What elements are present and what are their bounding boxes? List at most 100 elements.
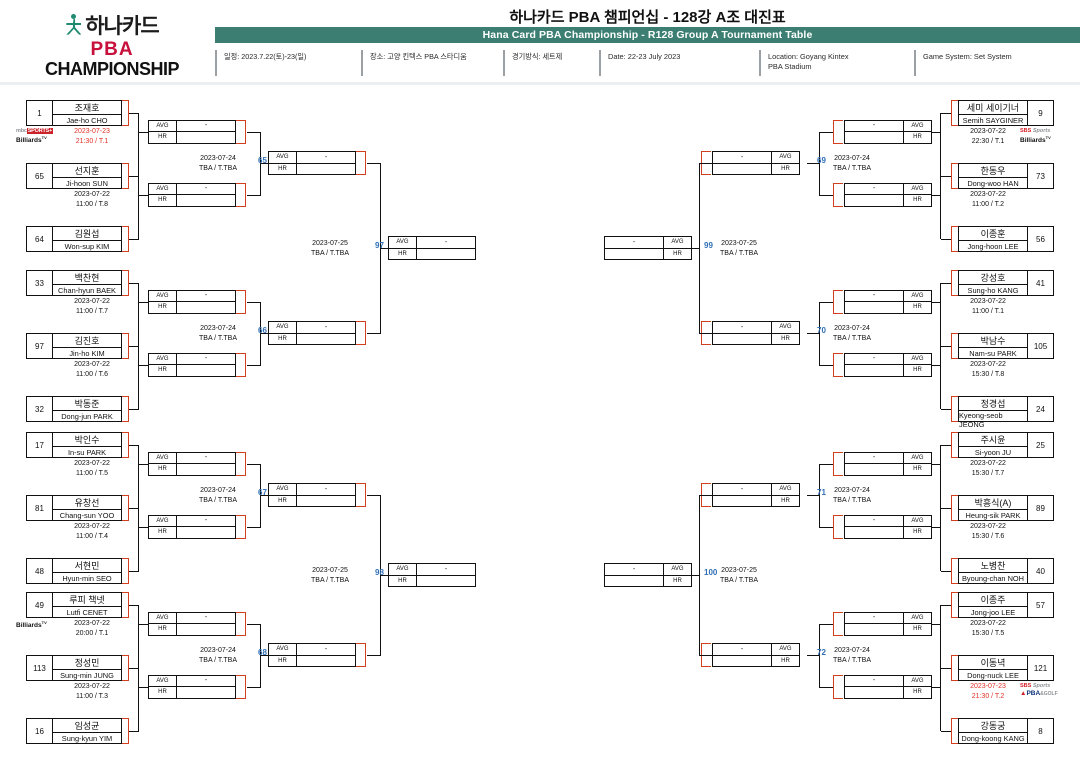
player-name-en: Ji-hoon SUN <box>66 178 108 188</box>
result-box[interactable]: AVG-HR <box>844 182 932 207</box>
match-time: 11:00 / T.1 <box>971 308 1005 316</box>
result-box[interactable]: AVG-HR <box>148 119 236 144</box>
result-box[interactable]: AVG-HR <box>844 514 932 539</box>
connector-stub <box>122 226 129 252</box>
result-box[interactable]: AVG-HR <box>388 563 476 587</box>
result-box[interactable]: AVG-HR <box>148 611 236 636</box>
player-seed: 113 <box>27 656 53 680</box>
avg-value: - <box>740 153 744 161</box>
result-box[interactable]: AVG-HR <box>268 483 356 507</box>
bracket-line <box>819 623 821 687</box>
bracket-line <box>138 194 156 196</box>
hr-label: HR <box>903 464 931 475</box>
bracket-line <box>129 176 139 178</box>
player-seed: 89 <box>1027 496 1053 520</box>
result-box[interactable]: AVG-HR <box>148 674 236 699</box>
result-box[interactable]: AVG-HR <box>604 563 692 587</box>
connector-stub <box>951 495 958 521</box>
result-box[interactable]: AVG-HR <box>148 514 236 539</box>
match-date: 2023-07-22 <box>74 298 110 305</box>
result-box[interactable]: AVG-HR <box>148 451 236 476</box>
result-box[interactable]: AVG-HR <box>268 151 356 175</box>
result-box[interactable]: AVG-HR <box>844 451 932 476</box>
bracket-line <box>129 283 139 285</box>
player-name-en: Byoung-chan NOH <box>961 573 1025 583</box>
result-box[interactable]: AVG-HR <box>268 643 356 667</box>
result-box[interactable]: AVG-HR <box>268 321 356 345</box>
match-date: 2023-07-22 <box>970 298 1006 305</box>
result-connector <box>833 674 843 699</box>
result-box[interactable]: AVG-HR <box>388 236 476 260</box>
result-box[interactable]: AVG-HR <box>712 151 800 175</box>
result-box[interactable]: AVG-HR <box>844 674 932 699</box>
result-box[interactable]: AVG-HR <box>148 289 236 314</box>
player-seed: 9 <box>1027 101 1053 125</box>
player-seed: 65 <box>27 164 53 188</box>
result-avg-row: AVG- <box>149 353 235 365</box>
result-connector <box>236 289 246 314</box>
hr-value <box>297 164 355 175</box>
bracket-line <box>940 176 942 239</box>
hr-label: HR <box>903 132 931 143</box>
match-time: 15:30 / T.5 <box>971 630 1005 638</box>
hr-value <box>713 496 771 507</box>
result-hr-row: HR <box>149 527 235 538</box>
bracket-line <box>260 333 272 335</box>
bracket-line <box>941 731 951 733</box>
result-box[interactable]: AVG-HR <box>712 321 800 345</box>
avg-label: AVG <box>903 515 931 526</box>
bracket-line <box>129 605 139 607</box>
match-date: 2023-07-22 <box>970 460 1006 467</box>
match-time: TBA / T.TBA <box>199 497 237 505</box>
result-box[interactable]: AVG-HR <box>844 352 932 377</box>
avg-label: AVG <box>903 353 931 364</box>
result-box[interactable]: AVG-HR <box>712 643 800 667</box>
result-box[interactable]: AVG-HR <box>604 236 692 260</box>
result-avg-row: AVG- <box>713 152 799 164</box>
match-time: TBA / T.TBA <box>311 250 349 258</box>
result-box[interactable]: AVG-HR <box>844 119 932 144</box>
avg-label: AVG <box>269 322 297 333</box>
result-box[interactable]: AVG-HR <box>844 289 932 314</box>
player-name-en: Jong-joo LEE <box>970 607 1016 617</box>
result-connector <box>833 451 843 476</box>
result-box[interactable]: AVG-HR <box>844 611 932 636</box>
result-box[interactable]: AVG-HR <box>148 182 236 207</box>
avg-value: - <box>632 238 636 246</box>
result-box[interactable]: AVG-HR <box>148 352 236 377</box>
player-name-en: Chan-hyun BAEK <box>58 285 116 295</box>
result-box[interactable]: AVG-HR <box>712 483 800 507</box>
result-connector <box>236 611 246 636</box>
